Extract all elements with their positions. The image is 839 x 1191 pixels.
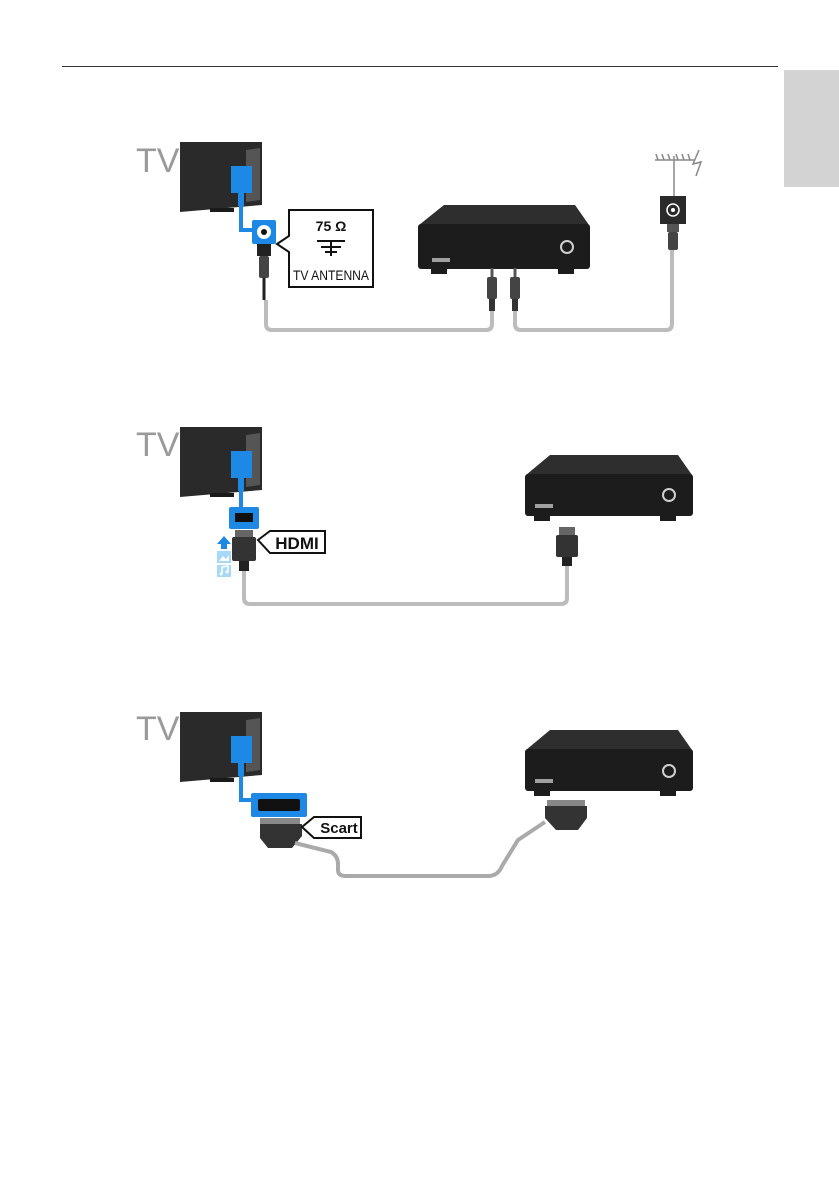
set-top-box-icon bbox=[525, 730, 693, 796]
diagram-antenna: TV 75 Ω TV ANTENNA bbox=[136, 142, 701, 330]
scart-connector-icon bbox=[545, 800, 587, 830]
callout-hdmi-label: HDMI bbox=[275, 534, 318, 553]
cable-tv-to-box bbox=[244, 565, 567, 604]
diagram-hdmi: TV HDMI bbox=[136, 426, 693, 604]
cable-tv-to-box bbox=[266, 300, 492, 330]
callout-impedance: 75 Ω bbox=[316, 218, 347, 234]
hdmi-connector-icon bbox=[232, 530, 256, 571]
callout-antenna-label: TV ANTENNA bbox=[293, 267, 370, 283]
arc-up-arrow-icon bbox=[217, 536, 231, 549]
wall-socket-icon bbox=[660, 196, 686, 250]
tv-icon bbox=[180, 142, 262, 212]
set-top-box-icon bbox=[418, 205, 590, 274]
tv-label: TV bbox=[136, 426, 180, 464]
scart-callout: Scart bbox=[302, 817, 361, 838]
diagram-scart: TV Scart bbox=[136, 710, 693, 876]
coax-connector-icon bbox=[487, 268, 520, 311]
tv-scart-wire bbox=[241, 775, 251, 800]
set-top-box-icon bbox=[525, 455, 693, 521]
tv-label: TV bbox=[136, 710, 180, 748]
antenna-callout: 75 Ω TV ANTENNA bbox=[277, 210, 373, 287]
hdmi-connector-icon bbox=[556, 527, 578, 566]
coax-connector-icon bbox=[257, 244, 271, 300]
music-icon bbox=[217, 565, 231, 577]
tv-icon bbox=[180, 427, 262, 497]
antenna-icon bbox=[655, 150, 701, 196]
tv-icon bbox=[180, 712, 262, 782]
tv-label: TV bbox=[136, 142, 180, 180]
hdmi-callout: HDMI bbox=[258, 531, 325, 553]
callout-scart-label: Scart bbox=[320, 820, 358, 837]
image-icon bbox=[217, 551, 231, 563]
